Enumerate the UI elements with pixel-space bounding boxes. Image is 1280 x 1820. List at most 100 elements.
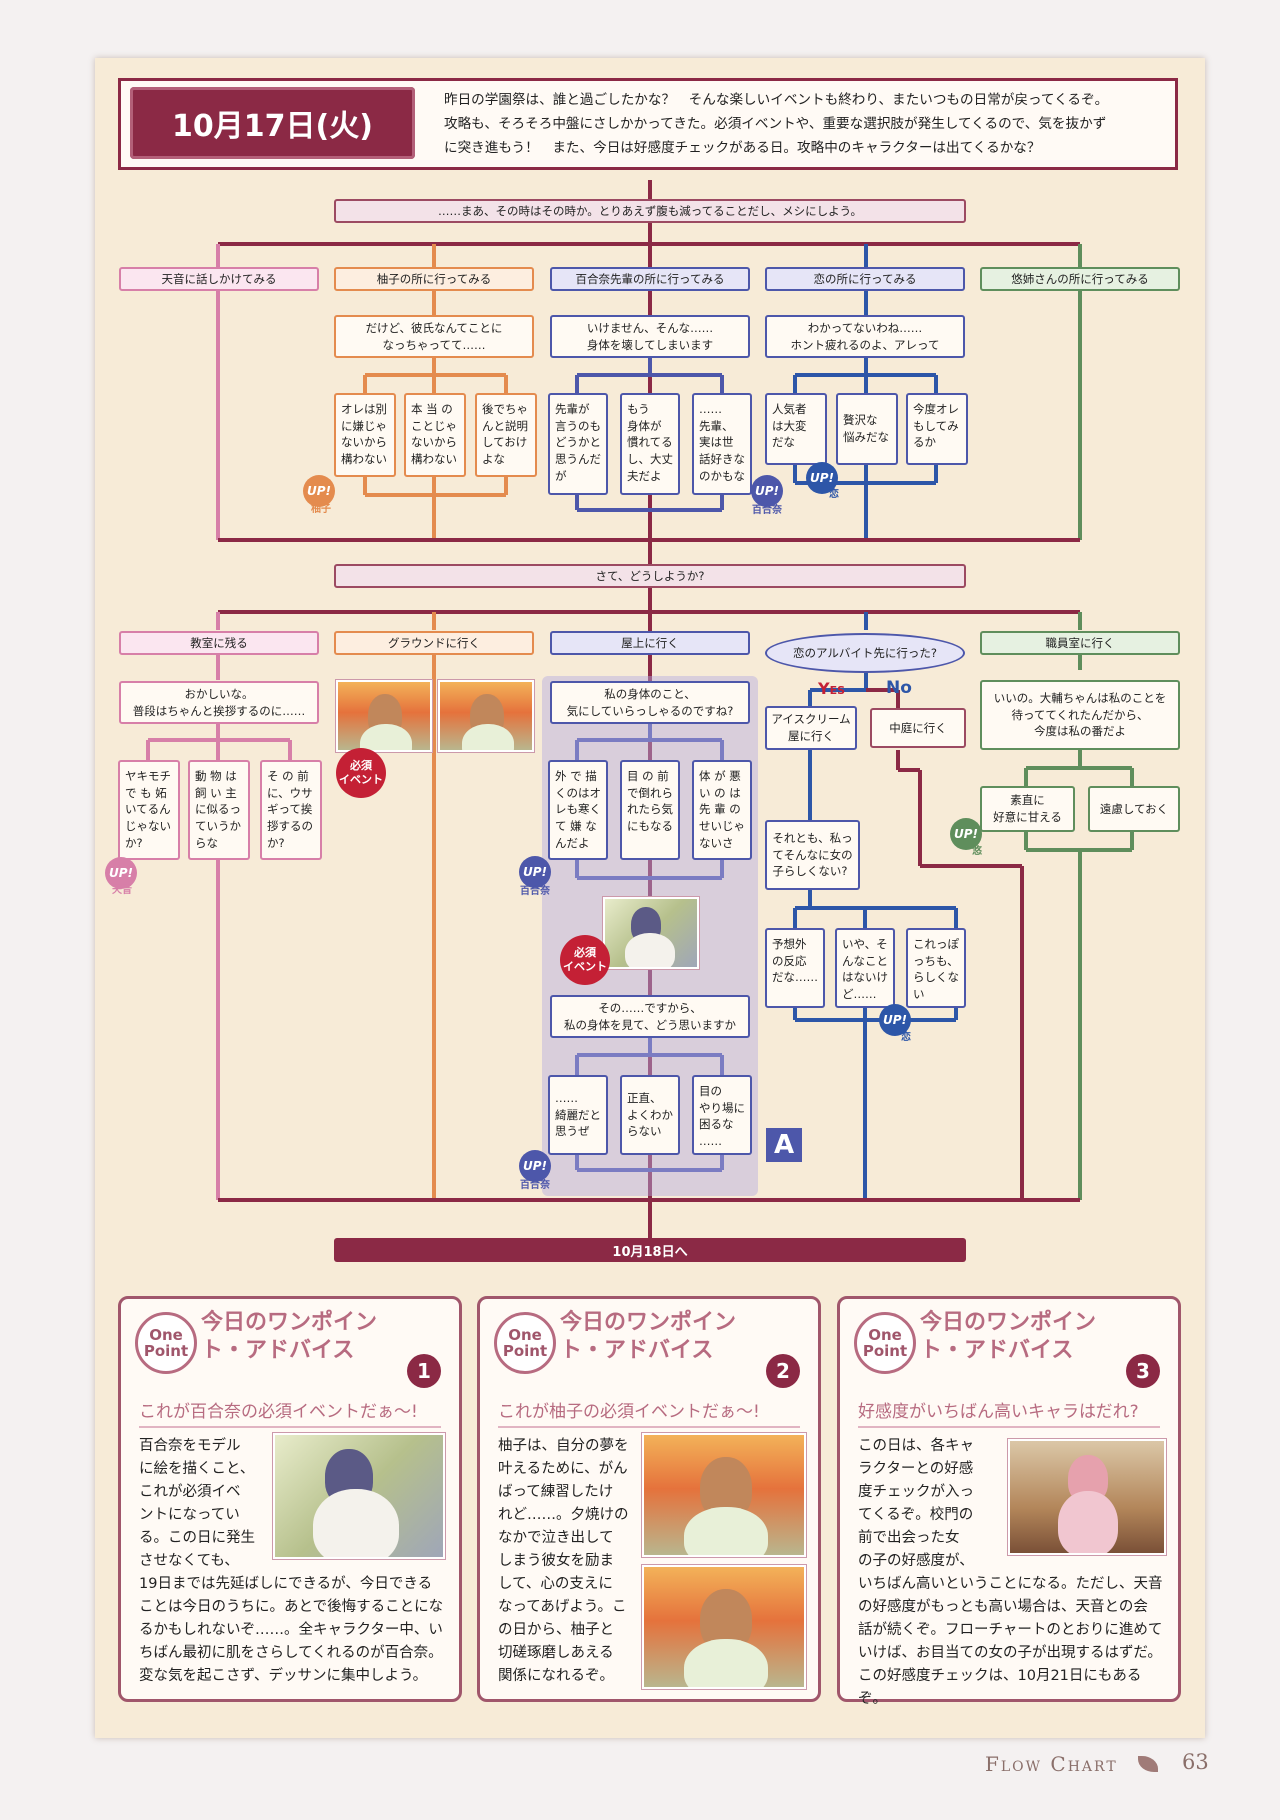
- choice-go-ground: グラウンドに行く: [334, 631, 534, 655]
- tip-subtitle: 好感度がいちばん高いキャラはだれ?: [858, 1397, 1160, 1428]
- up-badge-yuzu: UP!: [303, 475, 335, 507]
- ren-no-courtyard: 中庭に行く: [870, 708, 966, 748]
- tip-image-school: [1008, 1439, 1166, 1555]
- tip-card-2: One Point 今日のワンポイント・アドバイス 2 これが柚子の必須イベント…: [477, 1296, 821, 1702]
- up-badge-yurina-3: UP!: [519, 1150, 551, 1182]
- choice-go-yurina: 百合奈先輩の所に行ってみる: [550, 267, 750, 291]
- tip-subtitle: これが柚子の必須イベントだぁ～!: [498, 1397, 800, 1428]
- up-label-ren-1: 恋: [829, 489, 839, 500]
- ren-option-2: 贅沢な 悩みだな: [836, 393, 898, 465]
- ren-line-2: それとも、私っ てそんなに女の 子らしくない?: [765, 820, 860, 890]
- tip-text-full: いちばん高いということになる。ただし、天音 の好感度がもっとも高い場合は、天音と…: [858, 1576, 1163, 1707]
- yuzu-event-image-1: [336, 680, 432, 752]
- tip-number: 2: [766, 1354, 800, 1388]
- kanon-option-3: そ の 前 に、ウサ ギって挨 拶するの か?: [260, 760, 322, 860]
- tip-number: 1: [407, 1354, 441, 1388]
- rooftop-option-4: …… 綺麗だと 思うぜ: [548, 1075, 608, 1155]
- up-badge-yurina-1: UP!: [751, 475, 783, 507]
- choice-go-rooftop: 屋上に行く: [550, 631, 750, 655]
- tip-subtitle: これが百合奈の必須イベントだぁ～!: [139, 1397, 441, 1428]
- kanon-line-2: おかしいな。 普段はちゃんと挨拶するのに……: [119, 681, 319, 724]
- rooftop-option-1: 外 で 描 くのはオ レも寒く て 嫌 な んだよ: [548, 760, 608, 860]
- yuzu-event-image-2: [438, 680, 534, 752]
- one-point-badge: One Point: [494, 1312, 556, 1374]
- up-label-kanon: 天音: [112, 885, 132, 896]
- tip-text-side: 柚子は、自分の夢を 叶えるために、がん ばって練習したけ れど……。夕焼けの な…: [498, 1438, 629, 1684]
- kanon-option-2: 動 物 は 飼 い 主 に似るっ ていうか らな: [188, 760, 250, 860]
- up-label-yurina-2: 百合奈: [520, 886, 550, 897]
- yurina-event-image: [603, 897, 699, 969]
- ren-option-6: これっぽ っちも、 らしくな い: [906, 928, 966, 1008]
- yu-option-2: 遠慮しておく: [1088, 786, 1180, 832]
- up-label-ren-2: 恋: [901, 1032, 911, 1043]
- rooftop-line-1: 私の身体のこと、 気にしていらっしゃるのですね?: [550, 681, 750, 724]
- choice-go-yuzu: 柚子の所に行ってみる: [334, 267, 534, 291]
- next-day-bar: 10月18日へ: [334, 1238, 966, 1262]
- tip-image-yuzu-1: [642, 1433, 806, 1557]
- tip-image-yuzu-2: [642, 1565, 806, 1689]
- tip-title: 今日のワンポイント・アドバイス: [560, 1310, 737, 1363]
- tip-card-3: One Point 今日のワンポイント・アドバイス 3 好感度がいちばん高いキャ…: [837, 1296, 1181, 1707]
- yu-option-1: 素直に 好意に甘える: [980, 786, 1075, 832]
- rooftop-option-6: 目の やり場に 困るな ……: [692, 1075, 752, 1155]
- footer-label: Flow Chart: [985, 1752, 1118, 1776]
- tip-image-yurina: [273, 1433, 445, 1559]
- rooftop-option-3: 体 が 悪 い の は 先 輩 の せいじゃ ないさ: [692, 760, 752, 860]
- yes-label: Yes: [818, 679, 846, 698]
- ren-option-1: 人気者 は大変 だな: [765, 393, 827, 465]
- up-label-yu: 悠: [972, 846, 982, 857]
- yurina-option-3: …… 先輩、 実は世 話好きな のかもな: [692, 393, 752, 495]
- no-label: No: [886, 678, 912, 698]
- yuzu-option-1: オレは別 に嫌じゃ ないから 構わない: [334, 393, 396, 477]
- ren-option-4: 予想外 の反応 だな……: [765, 928, 825, 1008]
- ren-option-5: いや、そ んなこと はないけ ど……: [835, 928, 895, 1008]
- choice-stay-classroom: 教室に残る: [119, 631, 319, 655]
- yuzu-line-1: だけど、彼氏なんてことに なっちゃってて……: [334, 315, 534, 358]
- choice-go-ren: 恋の所に行ってみる: [765, 267, 965, 291]
- required-event-badge-yuzu: 必須 イベント: [336, 748, 386, 798]
- up-label-yuzu: 柚子: [311, 504, 331, 515]
- question-ren-workplace: 恋のアルバイト先に行った?: [765, 633, 965, 673]
- up-badge-yu: UP!: [950, 818, 982, 850]
- rooftop-option-5: 正直、 よくわか らない: [620, 1075, 680, 1155]
- one-point-badge: One Point: [135, 1312, 197, 1374]
- one-point-badge: One Point: [854, 1312, 916, 1374]
- yurina-option-1: 先輩が 言うのも どうかと 思うんだ が: [548, 393, 608, 495]
- header-intro: 昨日の学園祭は、誰と過ごしたかな？ そんな楽しいイベントも終わり、またいつもの日…: [444, 92, 1109, 156]
- tip-card-1: One Point 今日のワンポイント・アドバイス 1 これが百合奈の必須イベン…: [118, 1296, 462, 1702]
- yuzu-option-2: 本 当 の ことじゃ ないから 構わない: [404, 393, 466, 477]
- up-label-yurina-1: 百合奈: [752, 505, 782, 516]
- up-label-yurina-3: 百合奈: [520, 1180, 550, 1191]
- rooftop-line-2: その……ですから、 私の身体を見て、どう思いますか: [550, 995, 750, 1038]
- yurina-line-1: いけません、そんな…… 身体を壊してしまいます: [550, 315, 750, 358]
- section-label-a: A: [766, 1128, 802, 1162]
- yurina-option-2: もう 身体が 慣れてる し、大丈 夫だよ: [620, 393, 680, 495]
- ren-line-1: わかってないわね…… ホント疲れるのよ、アレって: [765, 315, 965, 358]
- choice-go-staffroom: 職員室に行く: [980, 631, 1180, 655]
- up-badge-ren-2: UP!: [879, 1004, 911, 1036]
- prompt-2: さて、どうしようか?: [334, 564, 966, 588]
- choice-talk-kanon: 天音に話しかけてみる: [119, 267, 319, 291]
- ren-yes-ice-cream: アイスクリーム 屋に行く: [765, 706, 857, 750]
- yuzu-option-3: 後でちゃ んと説明 しておけ よな: [475, 393, 537, 477]
- up-badge-ren-1: UP!: [806, 462, 838, 494]
- tip-text-full: 19日までは先延ばしにできるが、今日できる ことは今日のうちに。あとで後悔するこ…: [139, 1576, 444, 1684]
- tip-text-side: この日は、各キャ ラクターとの好感 度チェックが入っ てくるぞ。校門の 前で出会…: [858, 1438, 974, 1569]
- kanon-option-1: ヤキモチ で も 妬 いてるん じゃない か?: [118, 760, 180, 860]
- up-badge-yurina-2: UP!: [519, 856, 551, 888]
- required-event-badge-yurina: 必須 イベント: [560, 935, 610, 985]
- choice-go-yu: 悠姉さんの所に行ってみる: [980, 267, 1180, 291]
- tip-title: 今日のワンポイント・アドバイス: [201, 1310, 378, 1363]
- page-date: 10月17日(火): [172, 109, 373, 144]
- ren-option-3: 今度オレ もしてみ るか: [906, 393, 968, 465]
- tip-text-side: 百合奈をモデル に絵を描くこと、 これが必須イベ ントになってい る。この日に発…: [139, 1438, 255, 1569]
- leaf-icon: [1138, 1756, 1158, 1772]
- date-plate: [130, 87, 415, 159]
- prompt-1: ……まあ、その時はその時か。とりあえず腹も減ってることだし、メシにしよう。: [334, 199, 966, 223]
- tip-number: 3: [1126, 1354, 1160, 1388]
- yu-line-2: いいの。大輔ちゃんは私のことを 待っててくれたんだから、 今度は私の番だよ: [980, 680, 1180, 750]
- page-number: 63: [1182, 1750, 1209, 1774]
- tip-title: 今日のワンポイント・アドバイス: [920, 1310, 1097, 1363]
- rooftop-option-2: 目 の 前 で倒れら れたら気 にもなる: [620, 760, 680, 860]
